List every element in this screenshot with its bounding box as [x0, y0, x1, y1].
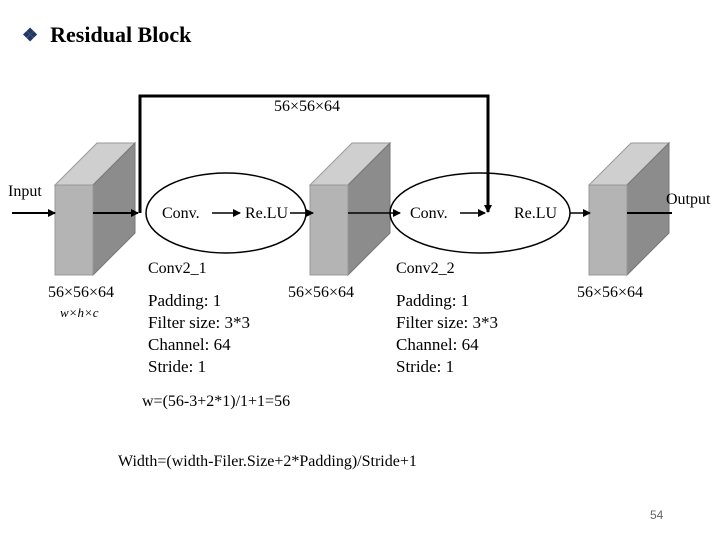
block1-symbolic-dims: w×h×c	[60, 305, 99, 320]
relu-label-2: Re.LU	[514, 205, 558, 222]
skip-dims-label: 56×56×64	[274, 98, 341, 115]
diamond-bullet-icon: ❖	[22, 24, 39, 45]
input-label: Input	[8, 183, 42, 200]
conv2-1-params: Padding: 1 Filter size: 3*3 Channel: 64 …	[148, 290, 250, 378]
conv2-1-name: Conv2_1	[148, 260, 207, 277]
output-label: Output	[666, 191, 711, 208]
conv2-2-params: Padding: 1 Filter size: 3*3 Channel: 64 …	[396, 290, 498, 378]
conv2-2-stride: Stride: 1	[396, 357, 455, 376]
title-text: Residual Block	[50, 22, 192, 47]
feature-block-1	[53, 141, 137, 277]
conv2-2-filter: Filter size: 3*3	[396, 313, 498, 332]
page-number: 54	[650, 508, 664, 522]
conv2-1-padding: Padding: 1	[148, 291, 222, 310]
equation-general: Width=(width-Filer.Size+2*Padding)/Strid…	[118, 453, 417, 470]
feature-block-3	[587, 141, 671, 277]
conv2-1-stride: Stride: 1	[148, 357, 207, 376]
block1-dims: 56×56×64	[48, 284, 115, 301]
block3-dims: 56×56×64	[577, 284, 644, 301]
block2-dims: 56×56×64	[288, 284, 355, 301]
relu-label-1: Re.LU	[245, 205, 289, 222]
conv-label-2: Conv.	[410, 205, 448, 222]
feature-block-2	[308, 141, 392, 277]
skip-connection-line	[138, 94, 492, 213]
conv2-1-channel: Channel: 64	[148, 335, 231, 354]
conv2-1-filter: Filter size: 3*3	[148, 313, 250, 332]
conv2-2-channel: Channel: 64	[396, 335, 479, 354]
conv-label-1: Conv.	[162, 205, 200, 222]
equation-example: w=(56-3+2*1)/1+1=56	[142, 393, 291, 410]
conv2-2-padding: Padding: 1	[396, 291, 470, 310]
slide-title: ❖ Residual Block	[22, 22, 191, 48]
conv2-2-name: Conv2_2	[396, 260, 455, 277]
